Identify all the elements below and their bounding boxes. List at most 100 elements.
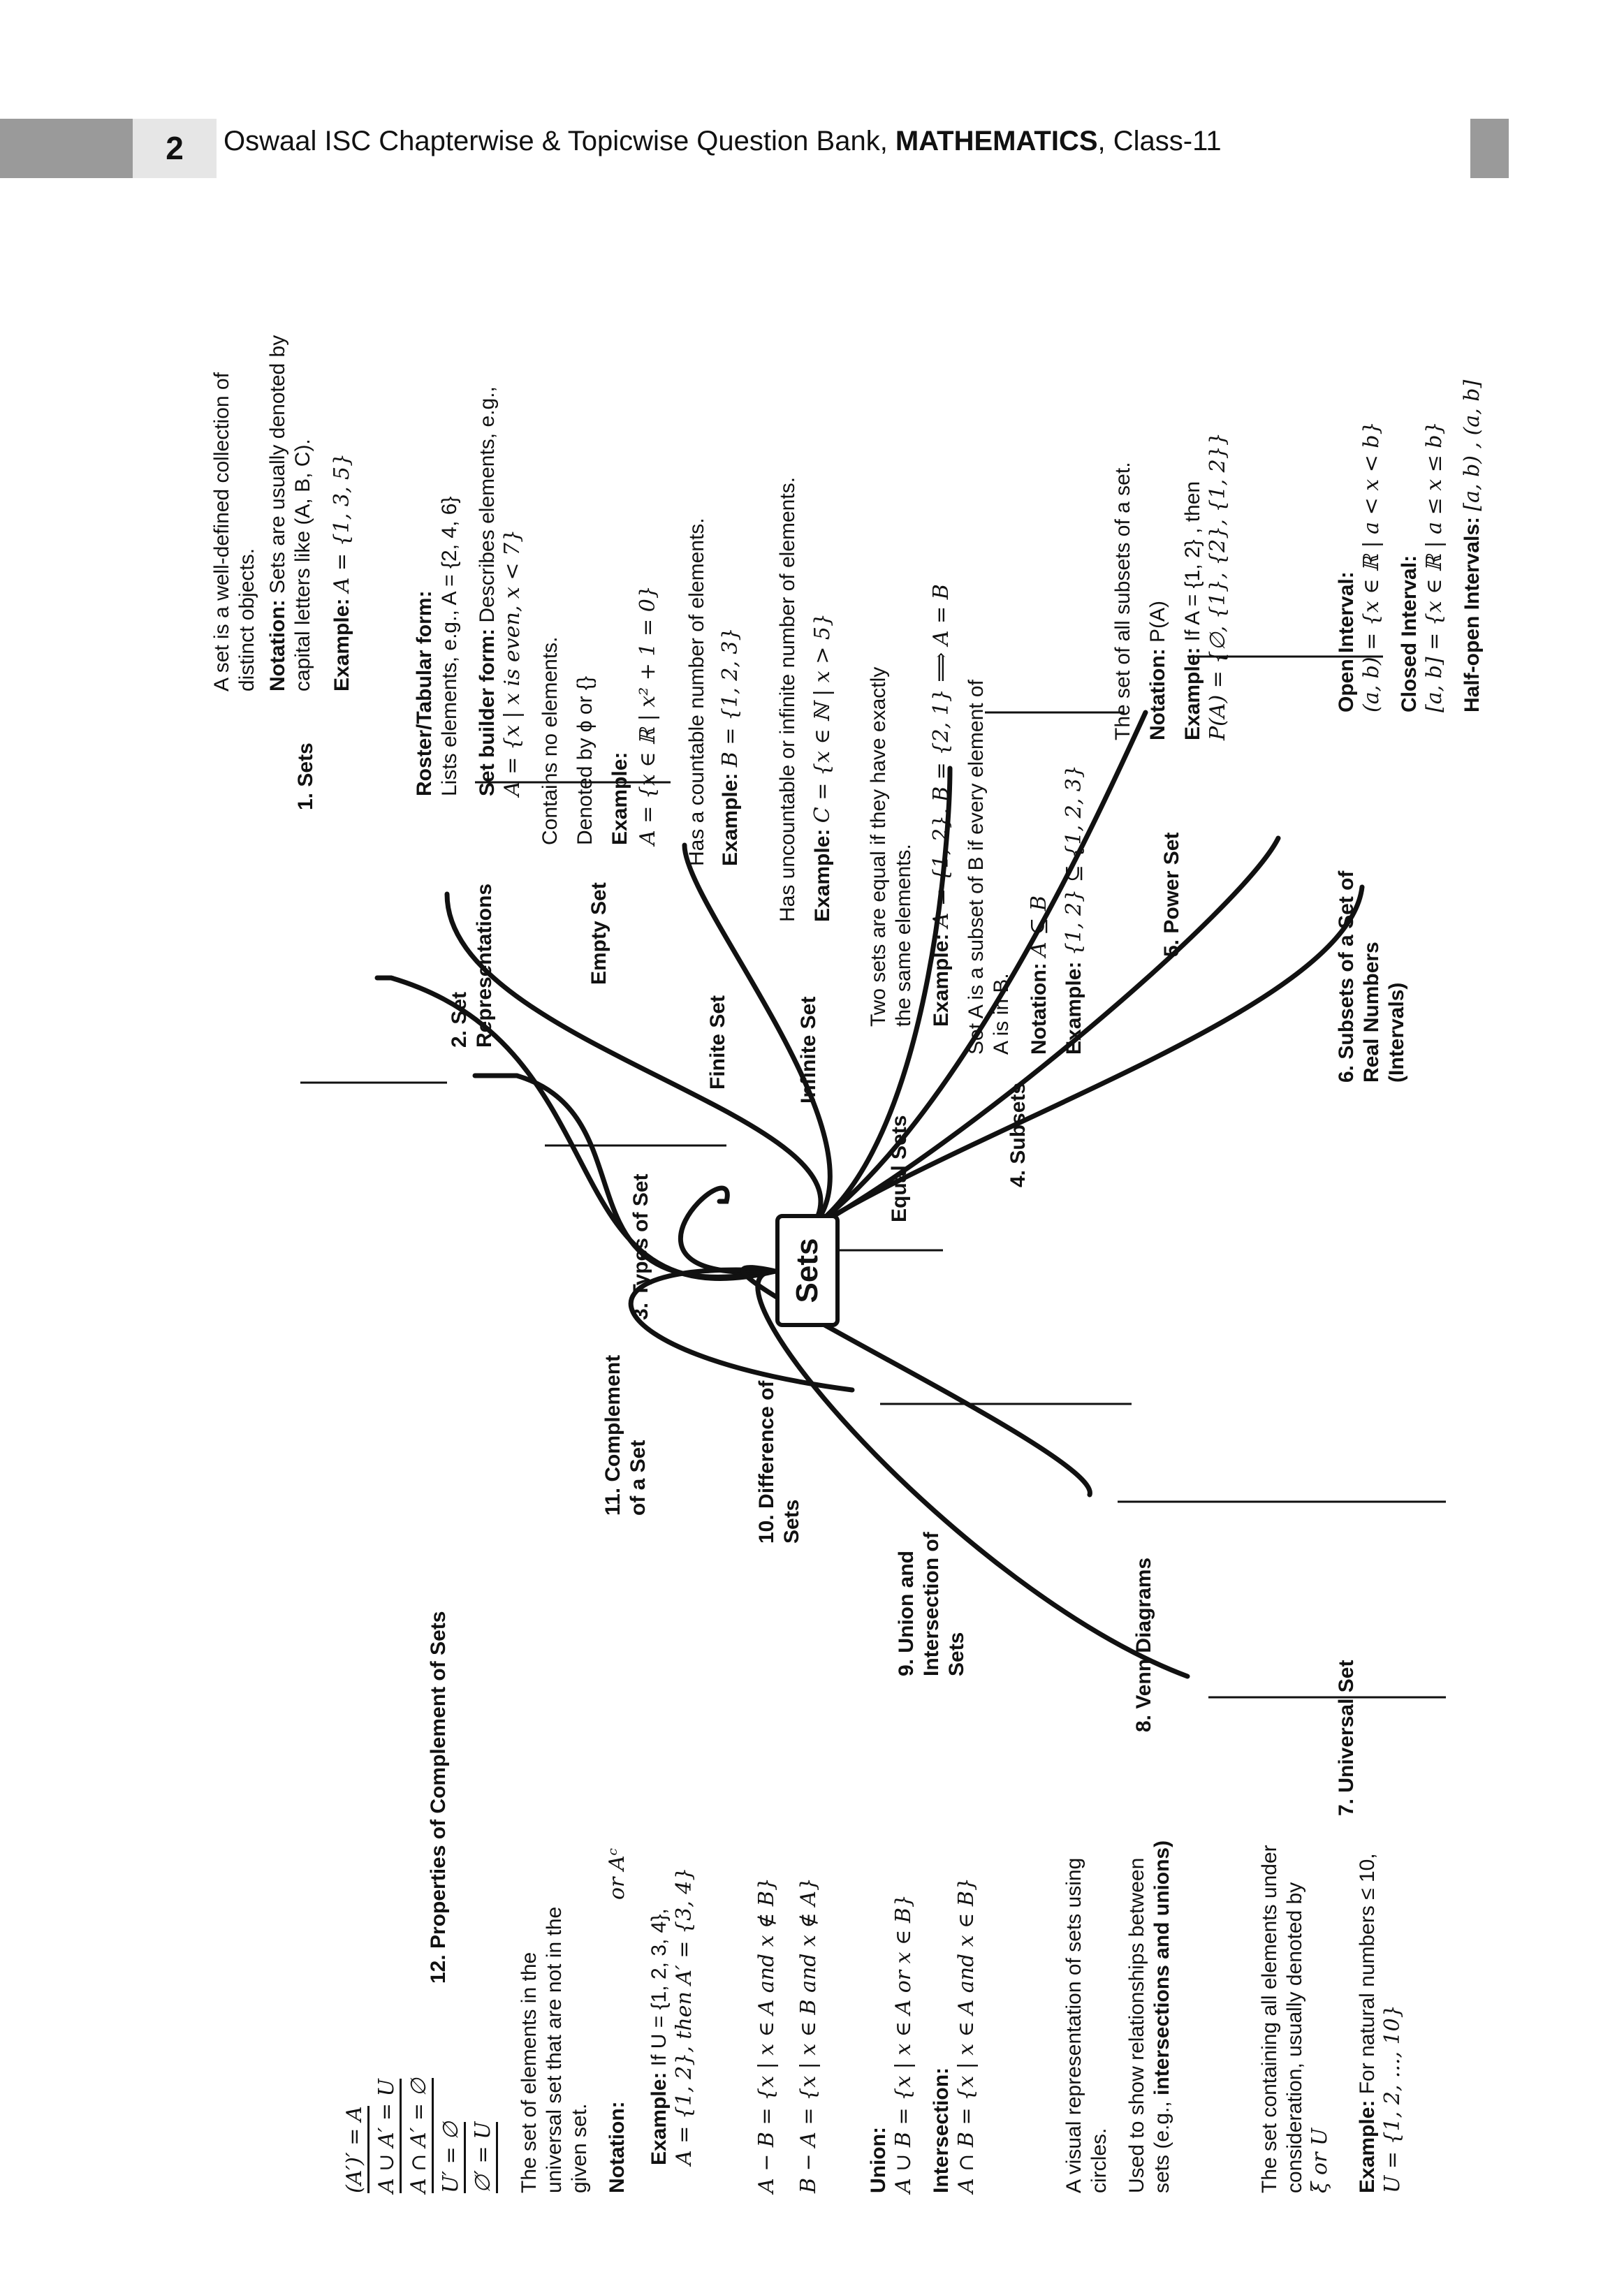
equal-sets-def-2: the same elements. (892, 844, 915, 1027)
venn-use-1: Used to show relationships between (1125, 1857, 1148, 2193)
infinite-example-value: C = {x ∈ ℕ | x > 5} (810, 613, 835, 823)
power-set-notation: Notation: P(A) (1146, 601, 1171, 740)
complement-def-3: given set. (568, 2103, 591, 2193)
sets-example-value: A = {1, 3, 5} (330, 453, 354, 593)
infinite-set-example: Example: C = {x ∈ ℕ | x > 5} (810, 613, 835, 922)
venn-use-prefix: sets (e.g., (1150, 2095, 1173, 2193)
half-open-label: Half-open Intervals: (1461, 516, 1484, 712)
half-open-interval: Half-open Intervals: [a, b) , (a, b] (1460, 380, 1485, 712)
sets-notation: Notation: Sets are usually denoted by (265, 335, 291, 691)
property-1: (A′)′ = A (342, 2106, 370, 2193)
universal-example-2: U = {1, 2, ..., 10} (1380, 2005, 1405, 2193)
equal-example-label: Example: (930, 933, 953, 1027)
universal-example-label: Example: (1356, 2100, 1379, 2193)
topic-union-1: 9. Union and (895, 1551, 918, 1676)
venn-def-2: circles. (1088, 2128, 1111, 2193)
connector-lines (300, 655, 1446, 1699)
header-grey-block-right (1470, 119, 1509, 178)
power-set-example-2: P(A) = {∅, {1}, {2}, {1, 2}} (1206, 432, 1230, 740)
topic-intervals-2: Real Numbers (1360, 942, 1383, 1083)
intersection-label: Intersection: (930, 2067, 953, 2193)
topic-subsets: 4. Subsets (1007, 1082, 1030, 1187)
finite-set-example: Example: B = {1, 2, 3} (718, 627, 743, 866)
sets-notation-text: Sets are usually denoted by (266, 335, 289, 594)
running-header: Oswaal ISC Chapterwise & Topicwise Quest… (224, 120, 1222, 162)
subsets-notation-value: A ⊆ B (1027, 895, 1051, 958)
sets-example-label: Example: (330, 598, 353, 691)
complement-example-label: Example: (648, 2072, 671, 2165)
finite-example-label: Example: (719, 773, 742, 866)
page-number: 2 (133, 119, 217, 178)
sets-notation-label: Notation: (266, 599, 289, 691)
topic-intervals-3: (Intervals) (1385, 982, 1408, 1083)
empty-set-denoted: Denoted by ϕ or {} (573, 676, 597, 845)
closed-interval: [a, b] = {x ∈ ℝ | a ≤ x ≤ b} (1422, 421, 1447, 712)
universal-def-3: ξ or U (1308, 2128, 1332, 2193)
property-3: A ∩ A′ = ∅ (407, 2078, 434, 2193)
infinite-example-label: Example: (811, 828, 834, 922)
topic-union-2: Intersection of (920, 1532, 943, 1676)
finite-set-def: Has a countable number of elements. (685, 518, 708, 866)
venn-use-2: sets (e.g., intersections and unions) (1150, 1840, 1175, 2193)
universal-example-1: Example: For natural numbers ≤ 10, (1355, 1853, 1380, 2193)
empty-set-def: Contains no elements. (539, 636, 562, 845)
property-2: A ∪ A′ = U (374, 2079, 402, 2193)
union-formula: A ∪ B = {x | x ∈ A or x ∈ B} (891, 1894, 916, 2193)
header-title-prefix: Oswaal ISC Chapterwise & Topicwise Quest… (224, 126, 895, 156)
union-label: Union: (867, 2127, 890, 2193)
venn-def-1: A visual representation of sets using (1062, 1857, 1085, 2193)
subsets-notation: Notation: A ⊆ B (1027, 895, 1052, 1055)
universal-def-2: consideration, usually denoted by (1283, 1882, 1306, 2193)
subsets-example-value: {1, 2} ⊆ {1, 2, 3} (1062, 765, 1086, 956)
universal-def-1: The set containing all elements under (1258, 1845, 1281, 2193)
topic-difference-1: 10. Difference of (755, 1380, 778, 1544)
topic-representations-2: Representations (473, 883, 496, 1048)
complement-example-1: Example: If U = {1, 2, 3, 4}, (647, 1908, 672, 2165)
topic-universal: 7. Universal Set (1335, 1660, 1358, 1816)
topic-types: 3. Types of Set (629, 1173, 652, 1320)
builder-label: Set builder form: (476, 628, 499, 796)
half-open-value: [a, b) , (a, b] (1460, 379, 1484, 511)
builder-example: A = {x | x is even, x < 7} (500, 529, 525, 796)
finite-example-value: B = {1, 2, 3} (718, 627, 742, 768)
power-notation-label: Notation: (1146, 648, 1169, 740)
topic-properties: 12. Properties of Complement of Sets (427, 1611, 450, 1984)
roster-text: Lists elements, e.g., A = {2, 4, 6} (438, 496, 461, 796)
sets-notation-2: capital letters like (A, B, C). (291, 439, 314, 691)
venn-use-bold: intersections and unions) (1150, 1840, 1173, 2095)
header-title-suffix: , Class-11 (1097, 126, 1222, 156)
subsets-def-1: Set A is a subset of B if every element … (965, 680, 988, 1055)
power-notation-value: P(A) (1146, 601, 1169, 643)
equal-sets-example: Example: A = {1, 2}, B = {2, 1} ⟹ A = B (929, 584, 954, 1027)
topic-power-set: 5. Power Set (1160, 832, 1183, 957)
empty-set-example-label: Example: (608, 752, 631, 845)
complement-example-2: A = {1, 2}, then A′ = {3, 4} (672, 1867, 696, 2165)
complement-def-1: The set of elements in the (518, 1952, 541, 2193)
topic-complement-1: 11. Complement (601, 1354, 624, 1516)
power-set-def: The set of all subsets of a set. (1111, 462, 1134, 740)
header-title-bold: MATHEMATICS (895, 126, 1098, 156)
topic-sets: 1. Sets (294, 742, 317, 810)
open-interval-label: Open Interval: (1335, 571, 1358, 712)
power-example-value: If A = {1, 2} , then (1181, 481, 1204, 642)
builder-form: Set builder form: Describes elements, e.… (475, 386, 500, 796)
subsets-notation-label: Notation: (1027, 962, 1051, 1055)
complement-notation-label: Notation: (606, 2101, 629, 2193)
infinite-set-label: Infinite Set (797, 996, 820, 1104)
finite-set-label: Finite Set (706, 995, 729, 1090)
open-interval: (a, b) = {x ∈ ℝ | a < x < b} (1359, 421, 1384, 712)
universal-example-value: For natural numbers ≤ 10, (1356, 1853, 1379, 2095)
difference-a-minus-b: A − B = {x | x ∈ A and x ∉ B} (754, 1877, 779, 2193)
power-set-example-1: Example: If A = {1, 2} , then (1180, 481, 1206, 740)
property-4: U′ = ∅ (439, 2121, 466, 2193)
sets-example: Example: A = {1, 3, 5} (330, 453, 355, 691)
infinite-set-def: Has uncountable or infinite number of el… (776, 476, 799, 922)
closed-interval-label: Closed Interval: (1398, 555, 1421, 712)
topic-venn: 8. Venn Diagrams (1132, 1557, 1155, 1732)
topic-intervals-1: 6. Subsets of a Set of (1335, 870, 1358, 1083)
property-5: ∅′ = U (471, 2121, 498, 2193)
power-example-label: Example: (1181, 647, 1204, 740)
topic-union-3: Sets (945, 1632, 968, 1676)
subsets-example-label: Example: (1062, 961, 1085, 1055)
difference-b-minus-a: B − A = {x | x ∈ B and x ∉ A} (796, 1877, 821, 2193)
